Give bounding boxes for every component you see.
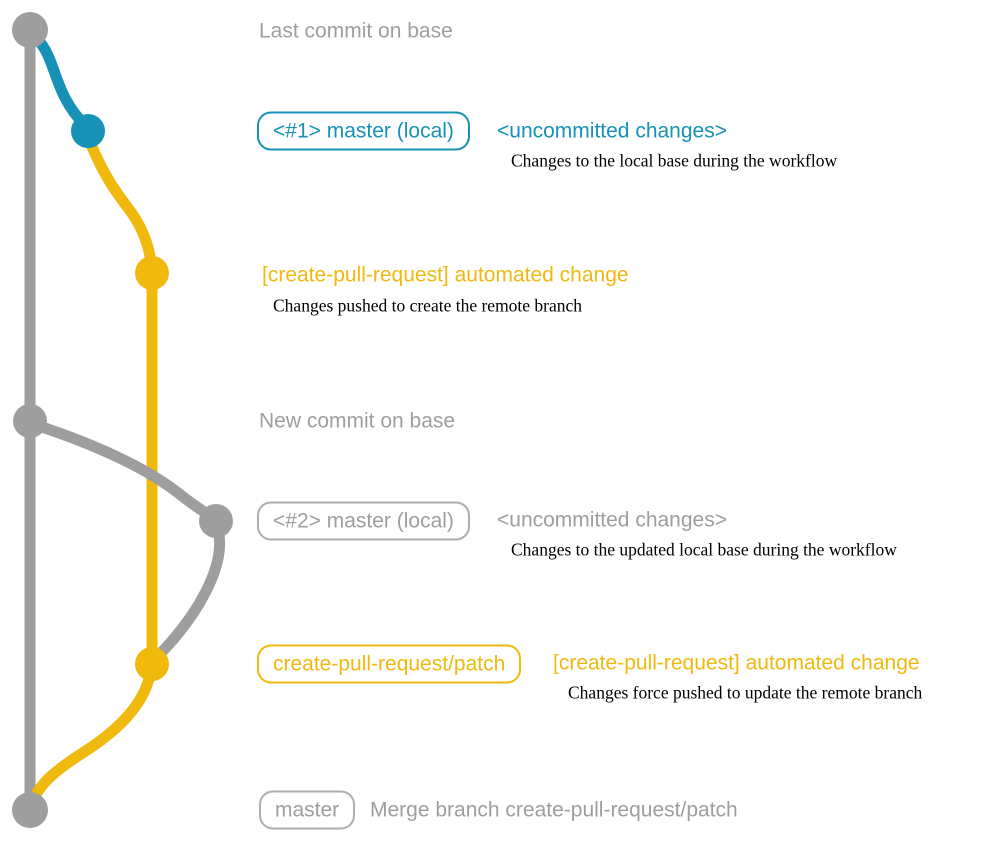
- rebase-curve-out: [31, 418, 220, 526]
- patch-branch-curve-out: [84, 139, 158, 271]
- commit-message-uncommitted-2: <uncommitted changes>: [497, 508, 727, 532]
- branch-badge-master: master: [259, 790, 356, 830]
- commit-dot-uncommitted-1: [71, 114, 105, 148]
- annotation-new-commit-on-base: New commit on base: [259, 409, 456, 433]
- commit-dot-new-base: [13, 404, 47, 438]
- note-automated-change-1: Changes pushed to create the remote bran…: [273, 295, 583, 316]
- commit-dot-force-push: [135, 647, 169, 681]
- commit-dot-uncommitted-2: [199, 504, 233, 538]
- branch-badge-master-local-2: <#2> master (local): [257, 501, 470, 541]
- branch-badge-create-pull-request-patch: create-pull-request/patch: [257, 644, 522, 684]
- note-uncommitted-2: Changes to the updated local base during…: [511, 539, 897, 560]
- commit-dot-automated-change: [135, 256, 169, 290]
- commit-message-automated-change-1: [create-pull-request] automated change: [262, 263, 629, 287]
- rebase-curve-in: [152, 528, 225, 662]
- note-uncommitted-1: Changes to the local base during the wor…: [511, 150, 838, 171]
- commit-message-automated-change-2: [create-pull-request] automated change: [553, 651, 920, 675]
- uncommitted-branch-curve-1: [27, 29, 90, 130]
- annotation-last-commit-on-base: Last commit on base: [259, 19, 453, 43]
- commit-message-uncommitted-1: <uncommitted changes>: [497, 119, 727, 143]
- merge-curve: [25, 667, 157, 808]
- commit-dot-last-base: [12, 12, 48, 48]
- note-automated-change-2: Changes force pushed to update the remot…: [568, 682, 923, 703]
- commit-message-merge: Merge branch create-pull-request/patch: [370, 798, 738, 822]
- branch-badge-master-local-1: <#1> master (local): [257, 111, 470, 151]
- commit-dot-merge: [12, 792, 48, 828]
